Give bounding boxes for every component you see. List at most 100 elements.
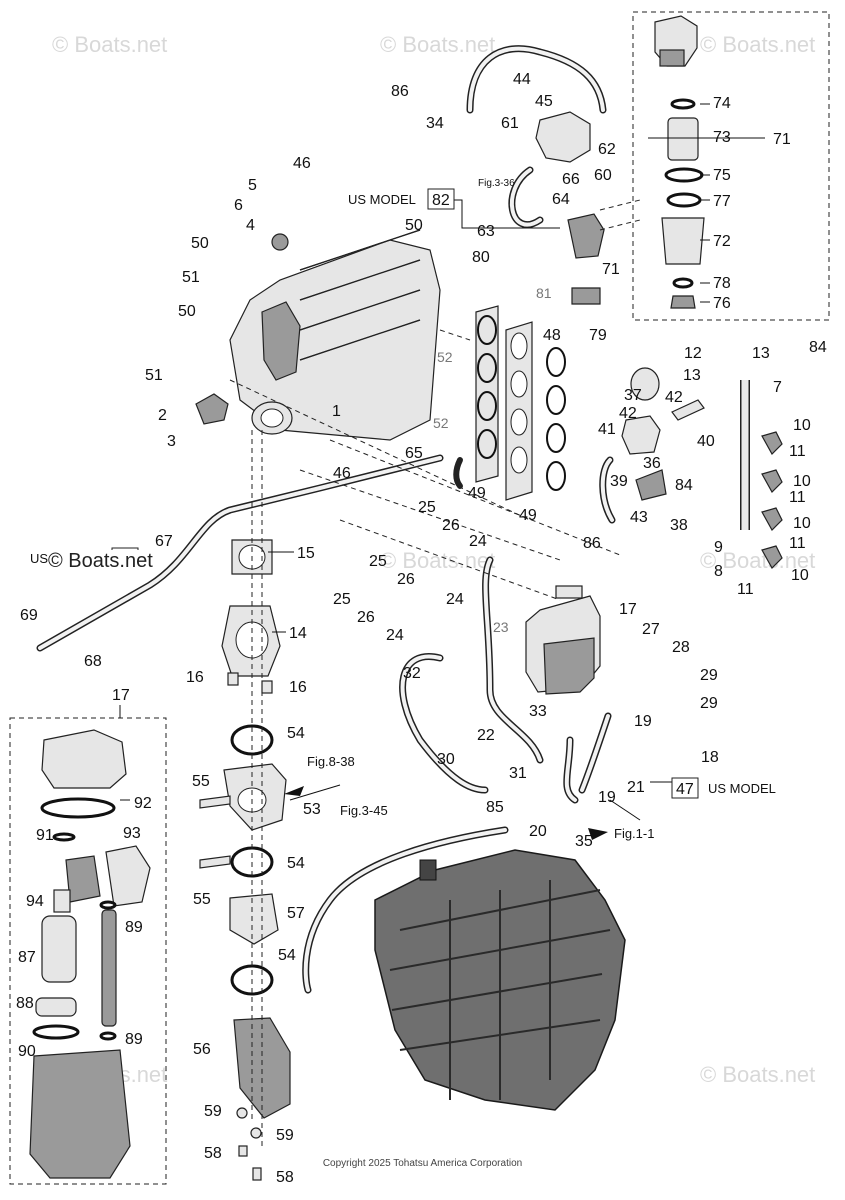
callout: 33 <box>529 703 547 720</box>
callout: 20 <box>529 823 547 840</box>
callout: 35 <box>575 833 593 850</box>
callout: 82 <box>432 192 450 209</box>
callout: 55 <box>192 773 210 790</box>
callout: 30 <box>437 751 455 768</box>
callout: 29 <box>700 667 718 684</box>
callout: 42 <box>665 389 683 406</box>
callout: 26 <box>397 571 415 588</box>
callout: 88 <box>16 995 34 1012</box>
callout: 50 <box>405 217 423 234</box>
callout: 5 <box>248 177 257 194</box>
callout: 31 <box>509 765 527 782</box>
callout: 11 <box>737 581 754 598</box>
callout: 54 <box>278 947 296 964</box>
callout: 89 <box>125 919 143 936</box>
callout: 53 <box>303 801 321 818</box>
copyright-footer: Copyright 2025 Tohatsu America Corporati… <box>322 1158 523 1169</box>
callout: 19 <box>598 789 616 806</box>
bolt-55 <box>199 855 231 869</box>
watermark-overlay: © Boats.net <box>48 550 153 573</box>
callout: 6 <box>234 197 243 214</box>
callout: 10 <box>793 515 811 532</box>
callout: 90 <box>18 1043 36 1060</box>
callout: 57 <box>287 905 305 922</box>
hoses <box>36 45 616 994</box>
silencer-56 <box>233 1017 291 1119</box>
callout: 85 <box>486 799 504 816</box>
callout: 12 <box>684 345 702 362</box>
callout: 49 <box>468 485 486 502</box>
callout: 25 <box>333 591 351 608</box>
bolt-55 <box>199 795 231 809</box>
callout: 59 <box>204 1103 222 1120</box>
callout: 3 <box>167 433 176 450</box>
callout: 10 <box>791 567 809 584</box>
callout: 26 <box>357 609 375 626</box>
callout: 71 <box>602 261 620 278</box>
vapor-separator-17 <box>525 585 601 695</box>
hose-40 <box>671 399 705 421</box>
callout-numbers: 86 44 45 34 61 62 66 60 63 64 80 81 71 7… <box>16 71 827 1186</box>
callout: 15 <box>297 545 315 562</box>
callout: 14 <box>289 625 307 642</box>
callout: 16 <box>186 669 204 686</box>
callout: 43 <box>630 509 648 526</box>
fig-3-45-label: Fig.3-45 <box>340 803 388 818</box>
callout: 25 <box>369 553 387 570</box>
callout: 75 <box>713 167 731 184</box>
callout: 10 <box>793 473 811 490</box>
callout: 54 <box>287 855 305 872</box>
callout: 55 <box>193 891 211 908</box>
callout: 21 <box>627 779 645 796</box>
callout: 11 <box>789 443 806 460</box>
bolt-16 <box>227 672 239 686</box>
callout: 36 <box>643 455 661 472</box>
callout: 91 <box>36 827 54 844</box>
callout: 17 <box>619 601 637 618</box>
callout: 24 <box>386 627 404 644</box>
guide-lines <box>229 199 641 1150</box>
callout: 56 <box>193 1041 211 1058</box>
callout: 48 <box>543 327 561 344</box>
callout: 74 <box>713 95 731 112</box>
box-82 <box>427 188 455 210</box>
callout: 45 <box>535 93 553 110</box>
watermark: © Boats.net <box>52 32 168 57</box>
callout: 34 <box>426 115 444 132</box>
callout: 24 <box>446 591 464 608</box>
callout: 81 <box>536 285 552 301</box>
callout: 51 <box>145 367 163 384</box>
bracket-79 <box>571 287 601 305</box>
callout: 44 <box>513 71 531 88</box>
plate-57 <box>229 893 279 945</box>
callout: 13 <box>683 367 701 384</box>
callout: 58 <box>276 1169 294 1186</box>
callout: 9 <box>714 539 723 556</box>
callout: 86 <box>391 83 409 100</box>
callout: 7 <box>773 379 782 396</box>
callout: 28 <box>672 639 690 656</box>
callout: 52 <box>437 349 453 365</box>
callout: 29 <box>700 695 718 712</box>
callout: 65 <box>405 445 423 462</box>
callout: 63 <box>477 223 495 240</box>
callout: 11 <box>789 535 806 552</box>
callout: 18 <box>701 749 719 766</box>
callout: 72 <box>713 233 731 250</box>
callout: 62 <box>598 141 616 158</box>
callout: 13 <box>752 345 770 362</box>
callout: 4 <box>246 217 255 234</box>
callout: 50 <box>178 303 196 320</box>
intake-manifold <box>229 229 441 441</box>
callout: 76 <box>713 295 731 312</box>
fuel-pump-box <box>9 717 167 1185</box>
watermark: © Boats.net <box>380 548 496 573</box>
callout: 77 <box>713 193 731 210</box>
callout: 54 <box>287 725 305 742</box>
callout: 25 <box>418 499 436 516</box>
sensor-2 <box>195 393 229 425</box>
callout: 59 <box>276 1127 294 1144</box>
callout: 94 <box>26 893 44 910</box>
callout: 69 <box>20 607 38 624</box>
